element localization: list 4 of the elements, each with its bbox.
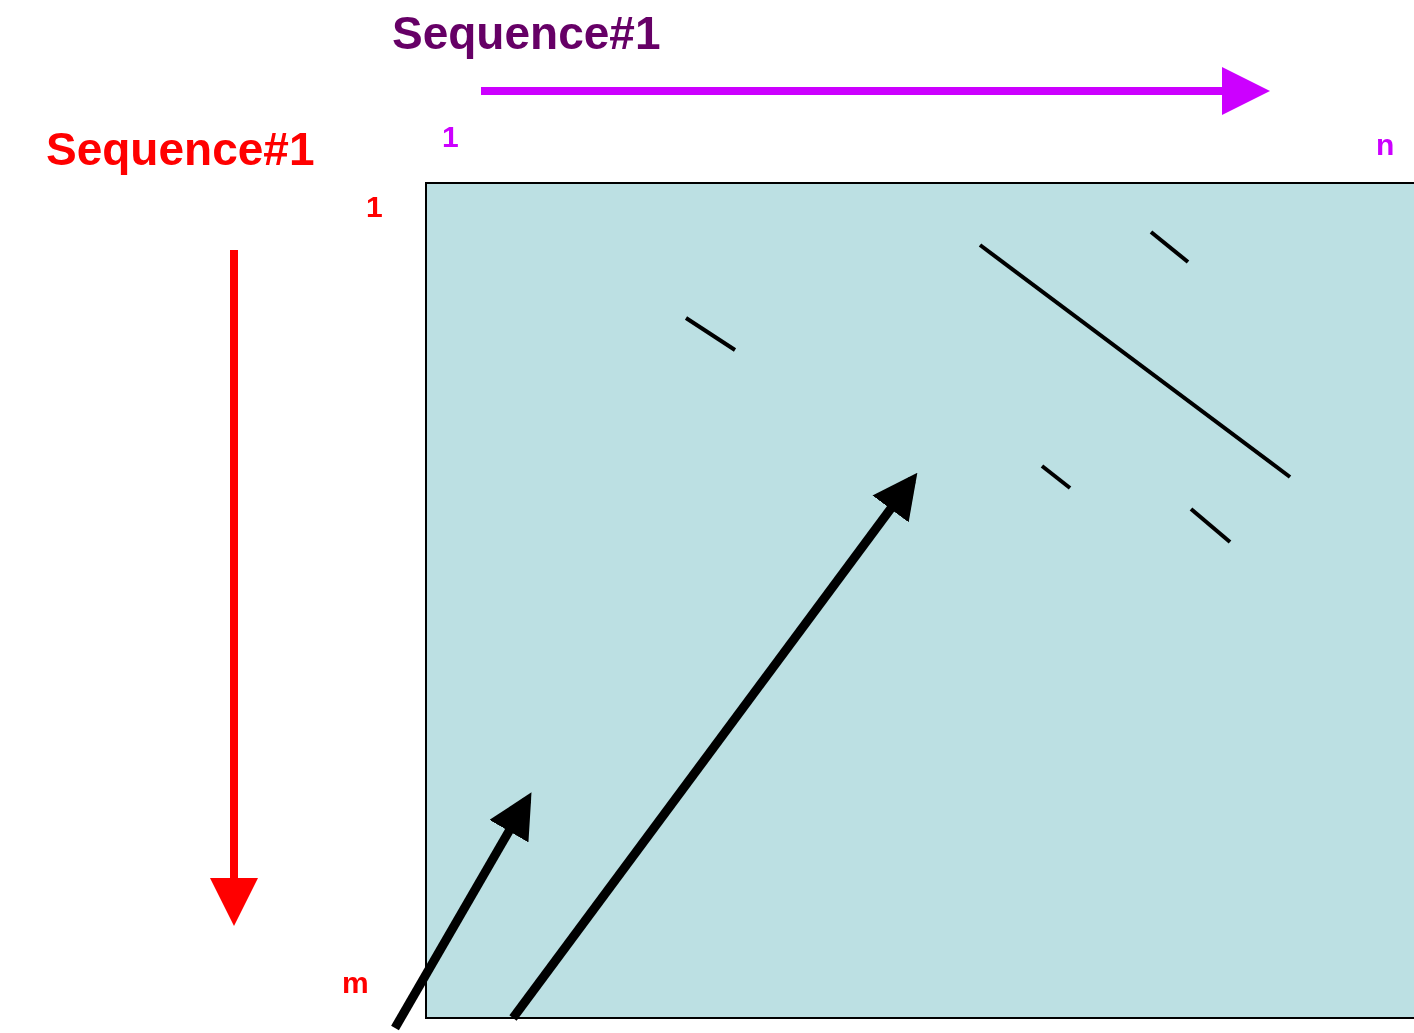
axis-tick-label: m [342,968,369,998]
axis-tick-label: 1 [442,122,459,152]
axis-tick-label: 1 [366,192,383,222]
axis-tick-label: n [1376,130,1395,160]
